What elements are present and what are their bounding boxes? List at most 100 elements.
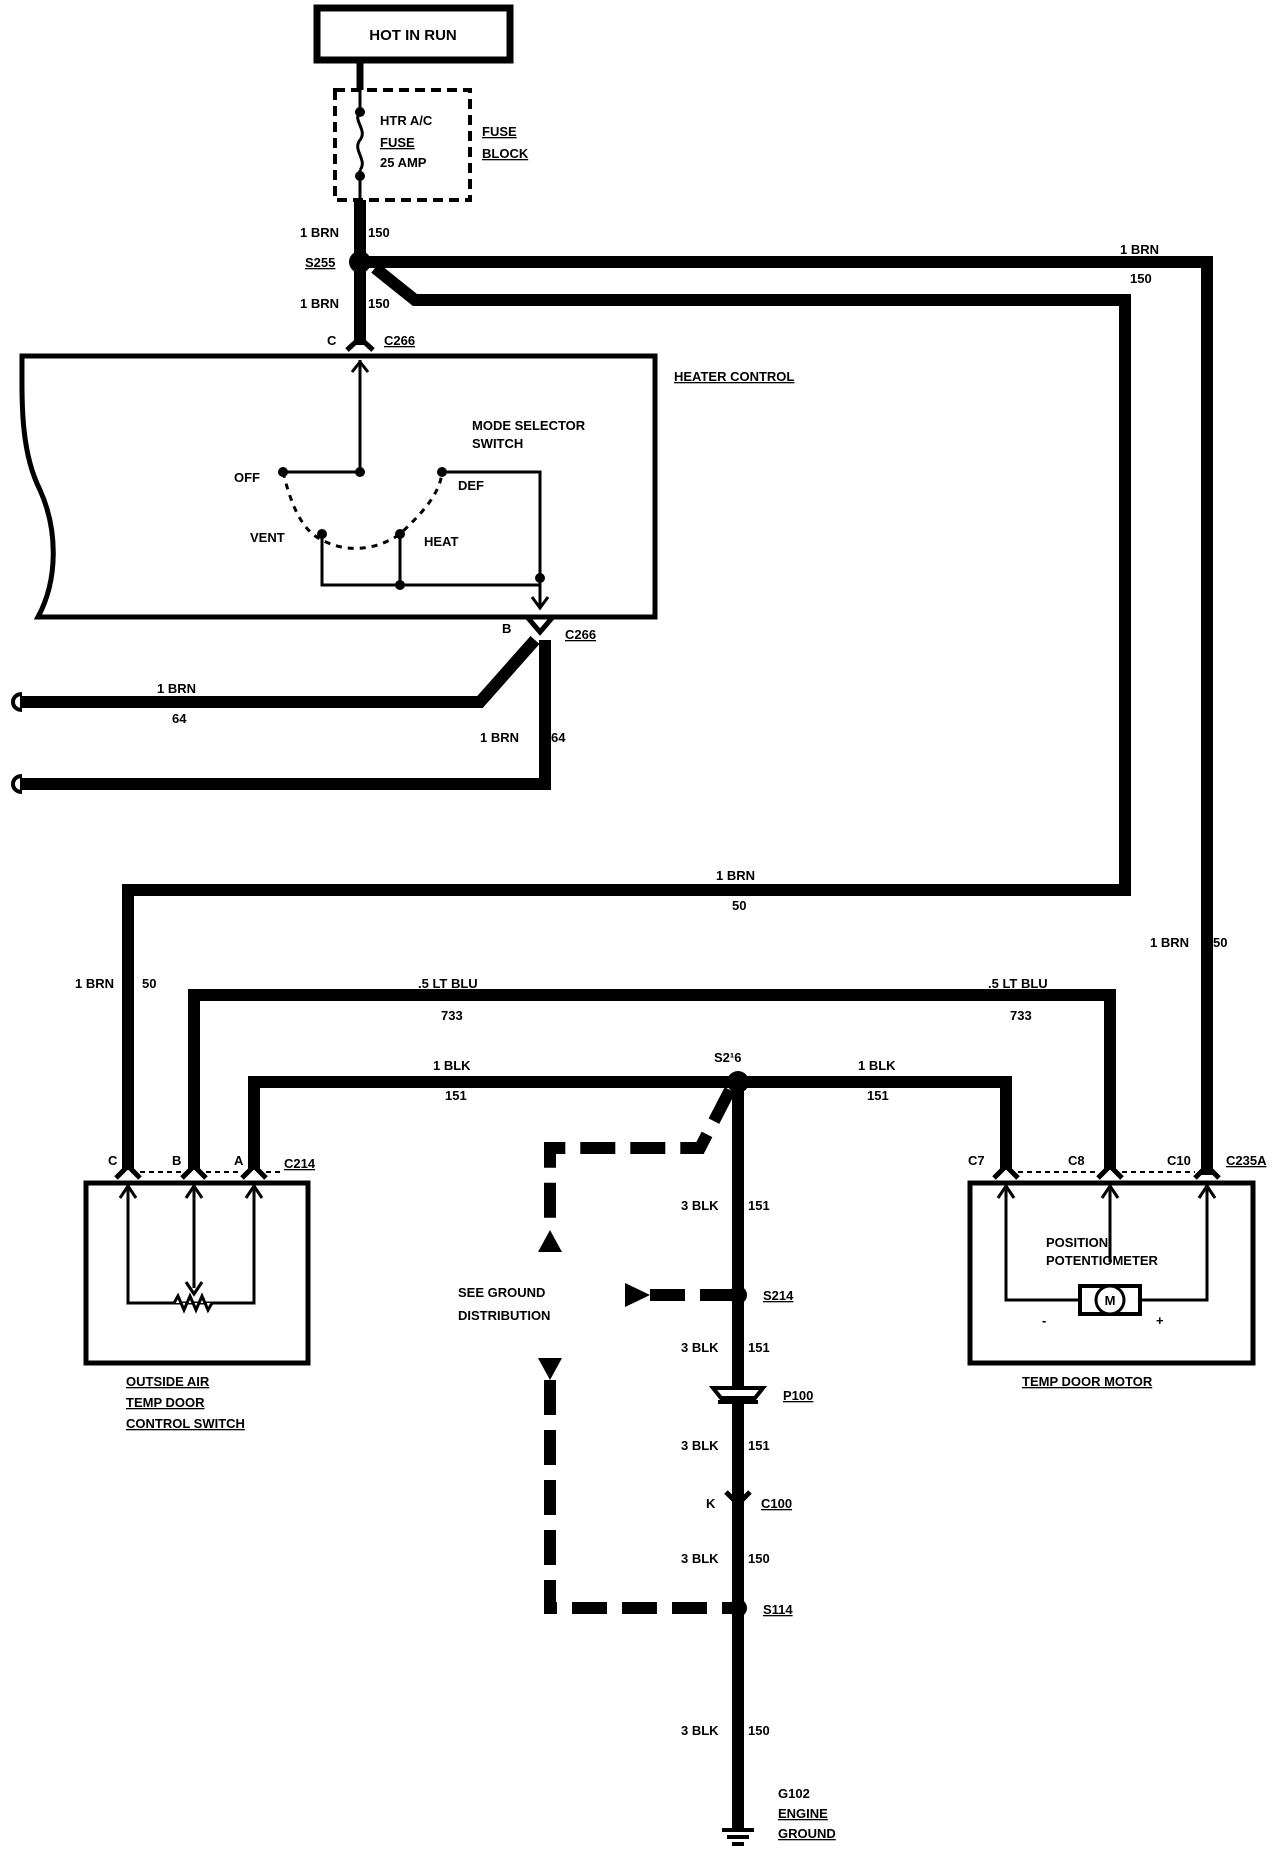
connector-label: C266 (384, 333, 415, 348)
fuse-block-label2: BLOCK (482, 146, 529, 161)
fuse-line2: FUSE (380, 135, 415, 150)
splice-s114 (729, 1599, 747, 1617)
arrow-down-icon (538, 1358, 562, 1380)
wire-number: 150 (368, 296, 390, 311)
motor-minus: - (1042, 1313, 1046, 1328)
wire-label: 1 BRN (75, 976, 114, 991)
wire-label: 1 BRN (480, 730, 519, 745)
ground-g102: G102 (778, 1786, 810, 1801)
pin-label: K (706, 1496, 716, 1511)
switch-vent: VENT (250, 530, 285, 545)
connector-label: C266 (565, 627, 596, 642)
passthrough-label: P100 (783, 1388, 813, 1403)
wire-label: 3 BLK (681, 1340, 719, 1355)
connector-pin-a (240, 1162, 268, 1180)
wire-number: 150 (748, 1723, 770, 1738)
fuse-icon (356, 110, 364, 171)
wire-number: 150 (748, 1551, 770, 1566)
pot-label2: POTENTIOMETER (1046, 1253, 1159, 1268)
wire-number: 733 (441, 1008, 463, 1023)
connector-c266-top (345, 334, 375, 352)
wire-label: 1 BLK (858, 1058, 896, 1073)
pot-label1: POSITION (1046, 1235, 1108, 1250)
fuse-block-outline (333, 88, 472, 202)
pin-label: C (108, 1153, 118, 1168)
pin-label: C10 (1167, 1153, 1191, 1168)
wire-label: 1 BRN (716, 868, 755, 883)
wire-label: 3 BLK (681, 1723, 719, 1738)
see-ground-label1: SEE GROUND (458, 1285, 545, 1300)
wire-number: 733 (1010, 1008, 1032, 1023)
hot-in-run-box (313, 4, 514, 64)
fuse-line1: HTR A/C (380, 113, 433, 128)
wire-label: 3 BLK (681, 1438, 719, 1453)
connector-pin-c10 (1193, 1162, 1221, 1180)
oat-name3: CONTROL SWITCH (126, 1416, 245, 1431)
wire-number: 50 (732, 898, 746, 913)
wire-label: 1 BRN (300, 296, 339, 311)
connector-c100 (724, 1490, 752, 1508)
hot-in-run-label: HOT IN RUN (369, 27, 457, 44)
pin-label: C8 (1068, 1153, 1085, 1168)
connector-label: C100 (761, 1496, 792, 1511)
arrow-right-icon (625, 1283, 650, 1307)
temp-motor-name: TEMP DOOR MOTOR (1022, 1374, 1153, 1389)
splice-s214 (729, 1286, 747, 1304)
motor-m: M (1105, 1293, 1116, 1308)
connector-label: C214 (284, 1156, 316, 1171)
pin-label: B (172, 1153, 181, 1168)
pin-label: C7 (968, 1153, 985, 1168)
wire-number: 50 (142, 976, 156, 991)
switch-heat: HEAT (424, 534, 458, 549)
wire-label: 1 BRN (1120, 242, 1159, 257)
oat-name1: OUTSIDE AIR (126, 1374, 210, 1389)
wire-number: 150 (368, 225, 390, 240)
wire-label: 1 BRN (157, 681, 196, 696)
pin-label: C (327, 333, 337, 348)
connector-pin-b (180, 1162, 208, 1180)
wire-number: 151 (748, 1438, 770, 1453)
splice-label: S114 (763, 1602, 793, 1617)
potentiometer-icon (118, 1183, 264, 1314)
connector-pin-c8 (1096, 1162, 1124, 1180)
wire-number: 64 (551, 730, 566, 745)
motor-icon (1078, 1284, 1142, 1316)
wire-number: 151 (748, 1340, 770, 1355)
connector-c266-b (526, 616, 554, 636)
temp-door-motor-box (967, 1180, 1256, 1366)
pin-label: B (502, 621, 511, 636)
wire-label: .5 LT BLU (988, 976, 1048, 991)
motor-plus: + (1156, 1313, 1164, 1328)
connector-label: C235A (1226, 1153, 1267, 1168)
wire-number: 50 (1213, 935, 1227, 950)
wire-label: .5 LT BLU (418, 976, 478, 991)
connector-pin-c (114, 1162, 142, 1180)
heater-control-box (19, 353, 658, 620)
ground-engine: ENGINE (778, 1806, 828, 1821)
wire-number: 64 (172, 711, 187, 726)
wire-label: 1 BLK (433, 1058, 471, 1073)
ground-icon (722, 1828, 754, 1846)
splice-label: S255 (305, 255, 335, 270)
switch-label2: SWITCH (472, 436, 523, 451)
oat-name2: TEMP DOOR (126, 1395, 205, 1410)
oat-switch-box (83, 1180, 311, 1366)
switch-off: OFF (234, 470, 260, 485)
wire-label: 1 BRN (1150, 935, 1189, 950)
wire-number: 151 (445, 1088, 467, 1103)
passthrough-p100 (708, 1386, 768, 1400)
wire-number: 150 (1130, 271, 1152, 286)
splice-label: S214 (763, 1288, 794, 1303)
fuse-block-label1: FUSE (482, 124, 517, 139)
arrow-up-icon (538, 1230, 562, 1252)
heater-control-title: HEATER CONTROL (674, 369, 794, 384)
see-ground-label2: DISTRIBUTION (458, 1308, 550, 1323)
pin-label: A (234, 1153, 244, 1168)
wire-number: 151 (748, 1198, 770, 1213)
wire-label: 3 BLK (681, 1551, 719, 1566)
ground-ground: GROUND (778, 1826, 836, 1841)
fuse-line3: 25 AMP (380, 155, 427, 170)
switch-label1: MODE SELECTOR (472, 418, 586, 433)
connector-pin-c7 (992, 1162, 1020, 1180)
